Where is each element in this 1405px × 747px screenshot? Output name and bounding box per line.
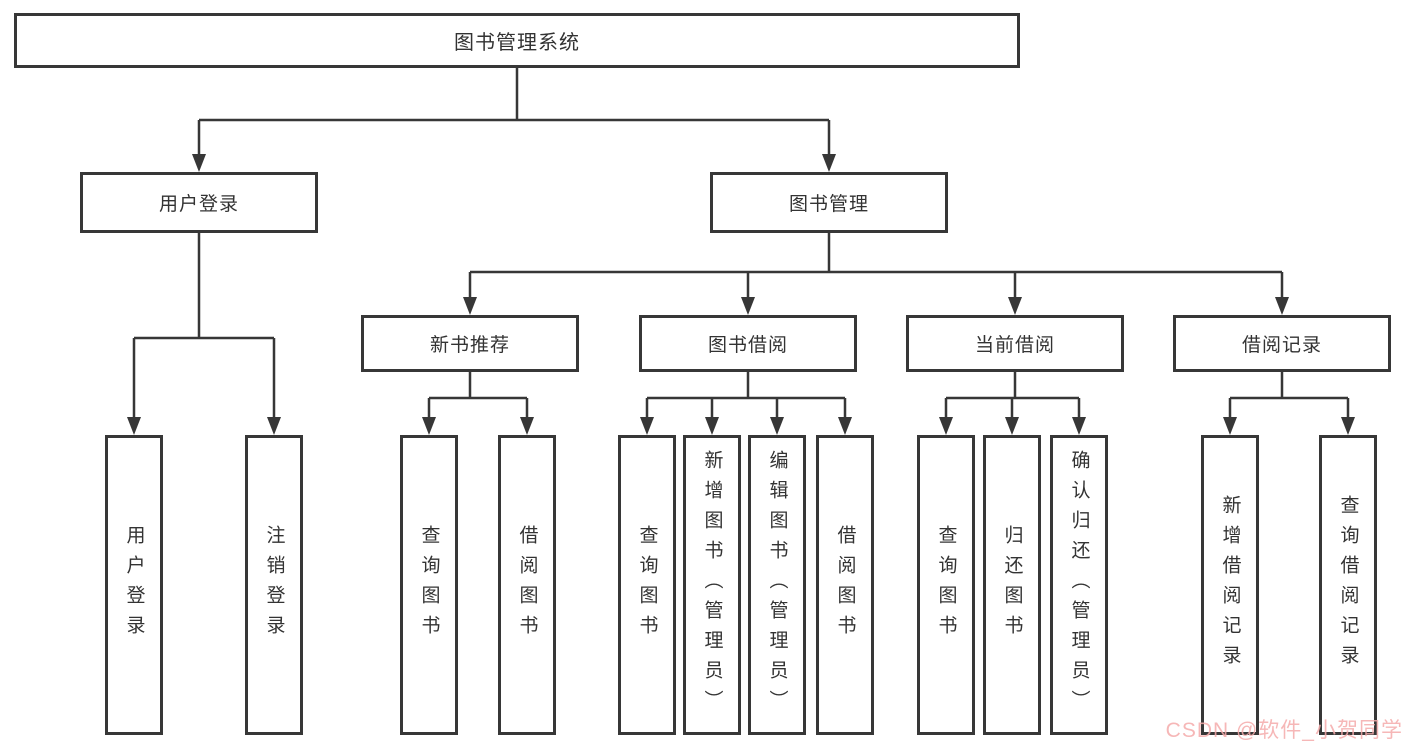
node-label: 编辑图书（管理员） xyxy=(766,450,788,720)
leaf-query-book-borrow: 查询图书 xyxy=(618,435,676,735)
node-label: 归还图书 xyxy=(1001,525,1023,645)
leaf-return-book: 归还图书 xyxy=(983,435,1041,735)
node-label: 查询图书 xyxy=(418,525,440,645)
node-label: 借阅记录 xyxy=(1241,335,1322,356)
leaf-borrow-book: 借阅图书 xyxy=(816,435,874,735)
node-label: 查询借阅记录 xyxy=(1337,495,1359,675)
node-user-login: 用户登录 xyxy=(80,172,318,233)
csdn-watermark: CSDN @软件_小贺同学 xyxy=(1165,719,1403,742)
node-label: 新增图书（管理员） xyxy=(701,450,723,720)
node-new-book-recommend: 新书推荐 xyxy=(361,315,579,372)
node-book-management: 图书管理 xyxy=(710,172,948,233)
node-label: 当前借阅 xyxy=(974,335,1055,356)
node-borrow-records: 借阅记录 xyxy=(1173,315,1391,372)
node-label: 图书管理 xyxy=(788,194,869,215)
node-label: 确认归还（管理员） xyxy=(1068,450,1090,720)
leaf-query-book-current: 查询图书 xyxy=(917,435,975,735)
leaf-add-book-admin: 新增图书（管理员） xyxy=(683,435,741,735)
node-label: 新书推荐 xyxy=(429,335,510,356)
node-label: 新增借阅记录 xyxy=(1219,495,1241,675)
node-label: 用户登录 xyxy=(123,525,145,645)
leaf-user-login: 用户登录 xyxy=(105,435,163,735)
node-label: 借阅图书 xyxy=(516,525,538,645)
node-book-borrow: 图书借阅 xyxy=(639,315,857,372)
node-current-borrow: 当前借阅 xyxy=(906,315,1124,372)
leaf-add-borrow-record: 新增借阅记录 xyxy=(1201,435,1259,735)
node-label: 借阅图书 xyxy=(834,525,856,645)
node-library-management-system: 图书管理系统 xyxy=(14,13,1020,68)
node-label: 注销登录 xyxy=(263,525,285,645)
node-label: 查询图书 xyxy=(636,525,658,645)
node-label: 图书管理系统 xyxy=(454,32,580,54)
leaf-confirm-return-admin: 确认归还（管理员） xyxy=(1050,435,1108,735)
node-label: 用户登录 xyxy=(158,194,239,215)
leaf-query-book-recommend: 查询图书 xyxy=(400,435,458,735)
node-label: 图书借阅 xyxy=(707,335,788,356)
node-label: 查询图书 xyxy=(935,525,957,645)
leaf-logout: 注销登录 xyxy=(245,435,303,735)
leaf-edit-book-admin: 编辑图书（管理员） xyxy=(748,435,806,735)
leaf-query-borrow-record: 查询借阅记录 xyxy=(1319,435,1377,735)
leaf-borrow-book-recommend: 借阅图书 xyxy=(498,435,556,735)
